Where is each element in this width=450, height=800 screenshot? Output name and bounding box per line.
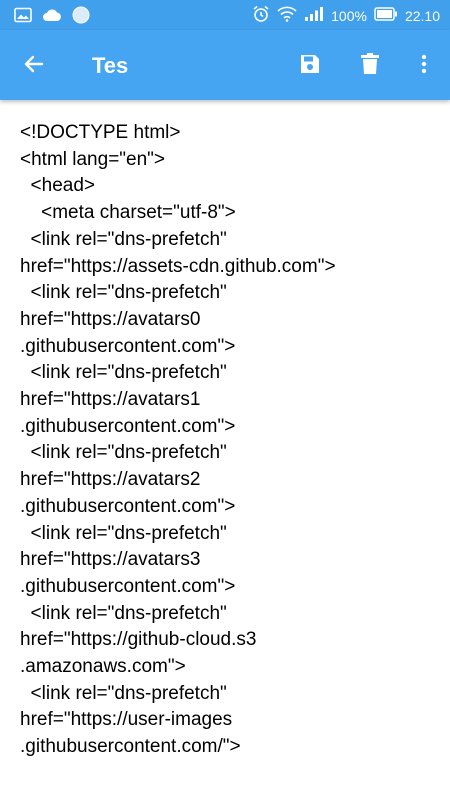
code-line: <link rel="dns-prefetch"	[20, 682, 227, 704]
code-line: href="https://avatars0	[20, 308, 201, 330]
code-line: href="https://user-images	[20, 709, 233, 731]
editor-content[interactable]: <!DOCTYPE html> <html lang="en"> <head> …	[20, 120, 432, 761]
save-icon	[298, 52, 322, 81]
code-line: href="https://avatars2	[20, 469, 201, 491]
code-line: href="https://avatars1	[20, 389, 201, 411]
code-line: <link rel="dns-prefetch"	[20, 228, 227, 250]
more-vertical-icon	[420, 52, 428, 81]
app-bar: Tes	[0, 30, 450, 100]
code-line: href="https://avatars3	[20, 549, 201, 571]
trash-icon	[359, 52, 381, 81]
wifi-icon	[277, 6, 297, 25]
code-line: href="https://assets-cdn.github.com">	[20, 255, 336, 277]
code-line: .githubusercontent.com">	[20, 415, 236, 437]
signal-icon	[304, 6, 324, 25]
status-notifications	[14, 6, 90, 29]
status-bar: 100% 22.10	[0, 0, 450, 30]
code-line: <link rel="dns-prefetch"	[20, 282, 227, 304]
battery-percent: 100%	[331, 7, 367, 24]
circle-icon	[72, 6, 90, 29]
back-arrow-icon	[22, 52, 46, 81]
back-button[interactable]	[18, 50, 50, 82]
code-line: <!DOCTYPE html>	[20, 122, 181, 143]
code-line: <html lang="en">	[20, 148, 166, 170]
code-line: <link rel="dns-prefetch"	[20, 362, 227, 384]
clock: 22.10	[404, 7, 440, 24]
code-line: <meta charset="utf-8">	[20, 202, 236, 224]
status-system: 100% 22.10	[252, 5, 440, 26]
page-title: Tes	[92, 53, 129, 78]
code-line: <link rel="dns-prefetch"	[20, 522, 227, 544]
code-line: <link rel="dns-prefetch"	[20, 442, 227, 464]
gallery-icon	[14, 7, 32, 28]
code-line: .githubusercontent.com/">	[20, 736, 241, 758]
code-line: .githubusercontent.com">	[20, 575, 236, 597]
code-line: .amazonaws.com">	[20, 656, 186, 678]
battery-icon	[374, 7, 398, 24]
more-options-button[interactable]	[408, 50, 440, 82]
code-line: .githubusercontent.com">	[20, 335, 236, 357]
delete-button[interactable]	[354, 50, 386, 82]
code-line: <head>	[20, 175, 96, 197]
cloud-icon	[42, 8, 62, 27]
text-editor[interactable]: <!DOCTYPE html> <html lang="en"> <head> …	[0, 100, 450, 800]
code-line: <link rel="dns-prefetch"	[20, 602, 227, 624]
alarm-icon	[252, 5, 270, 26]
save-button[interactable]	[294, 50, 326, 82]
code-line: .githubusercontent.com">	[20, 495, 236, 517]
code-line: href="https://github-cloud.s3	[20, 629, 257, 651]
